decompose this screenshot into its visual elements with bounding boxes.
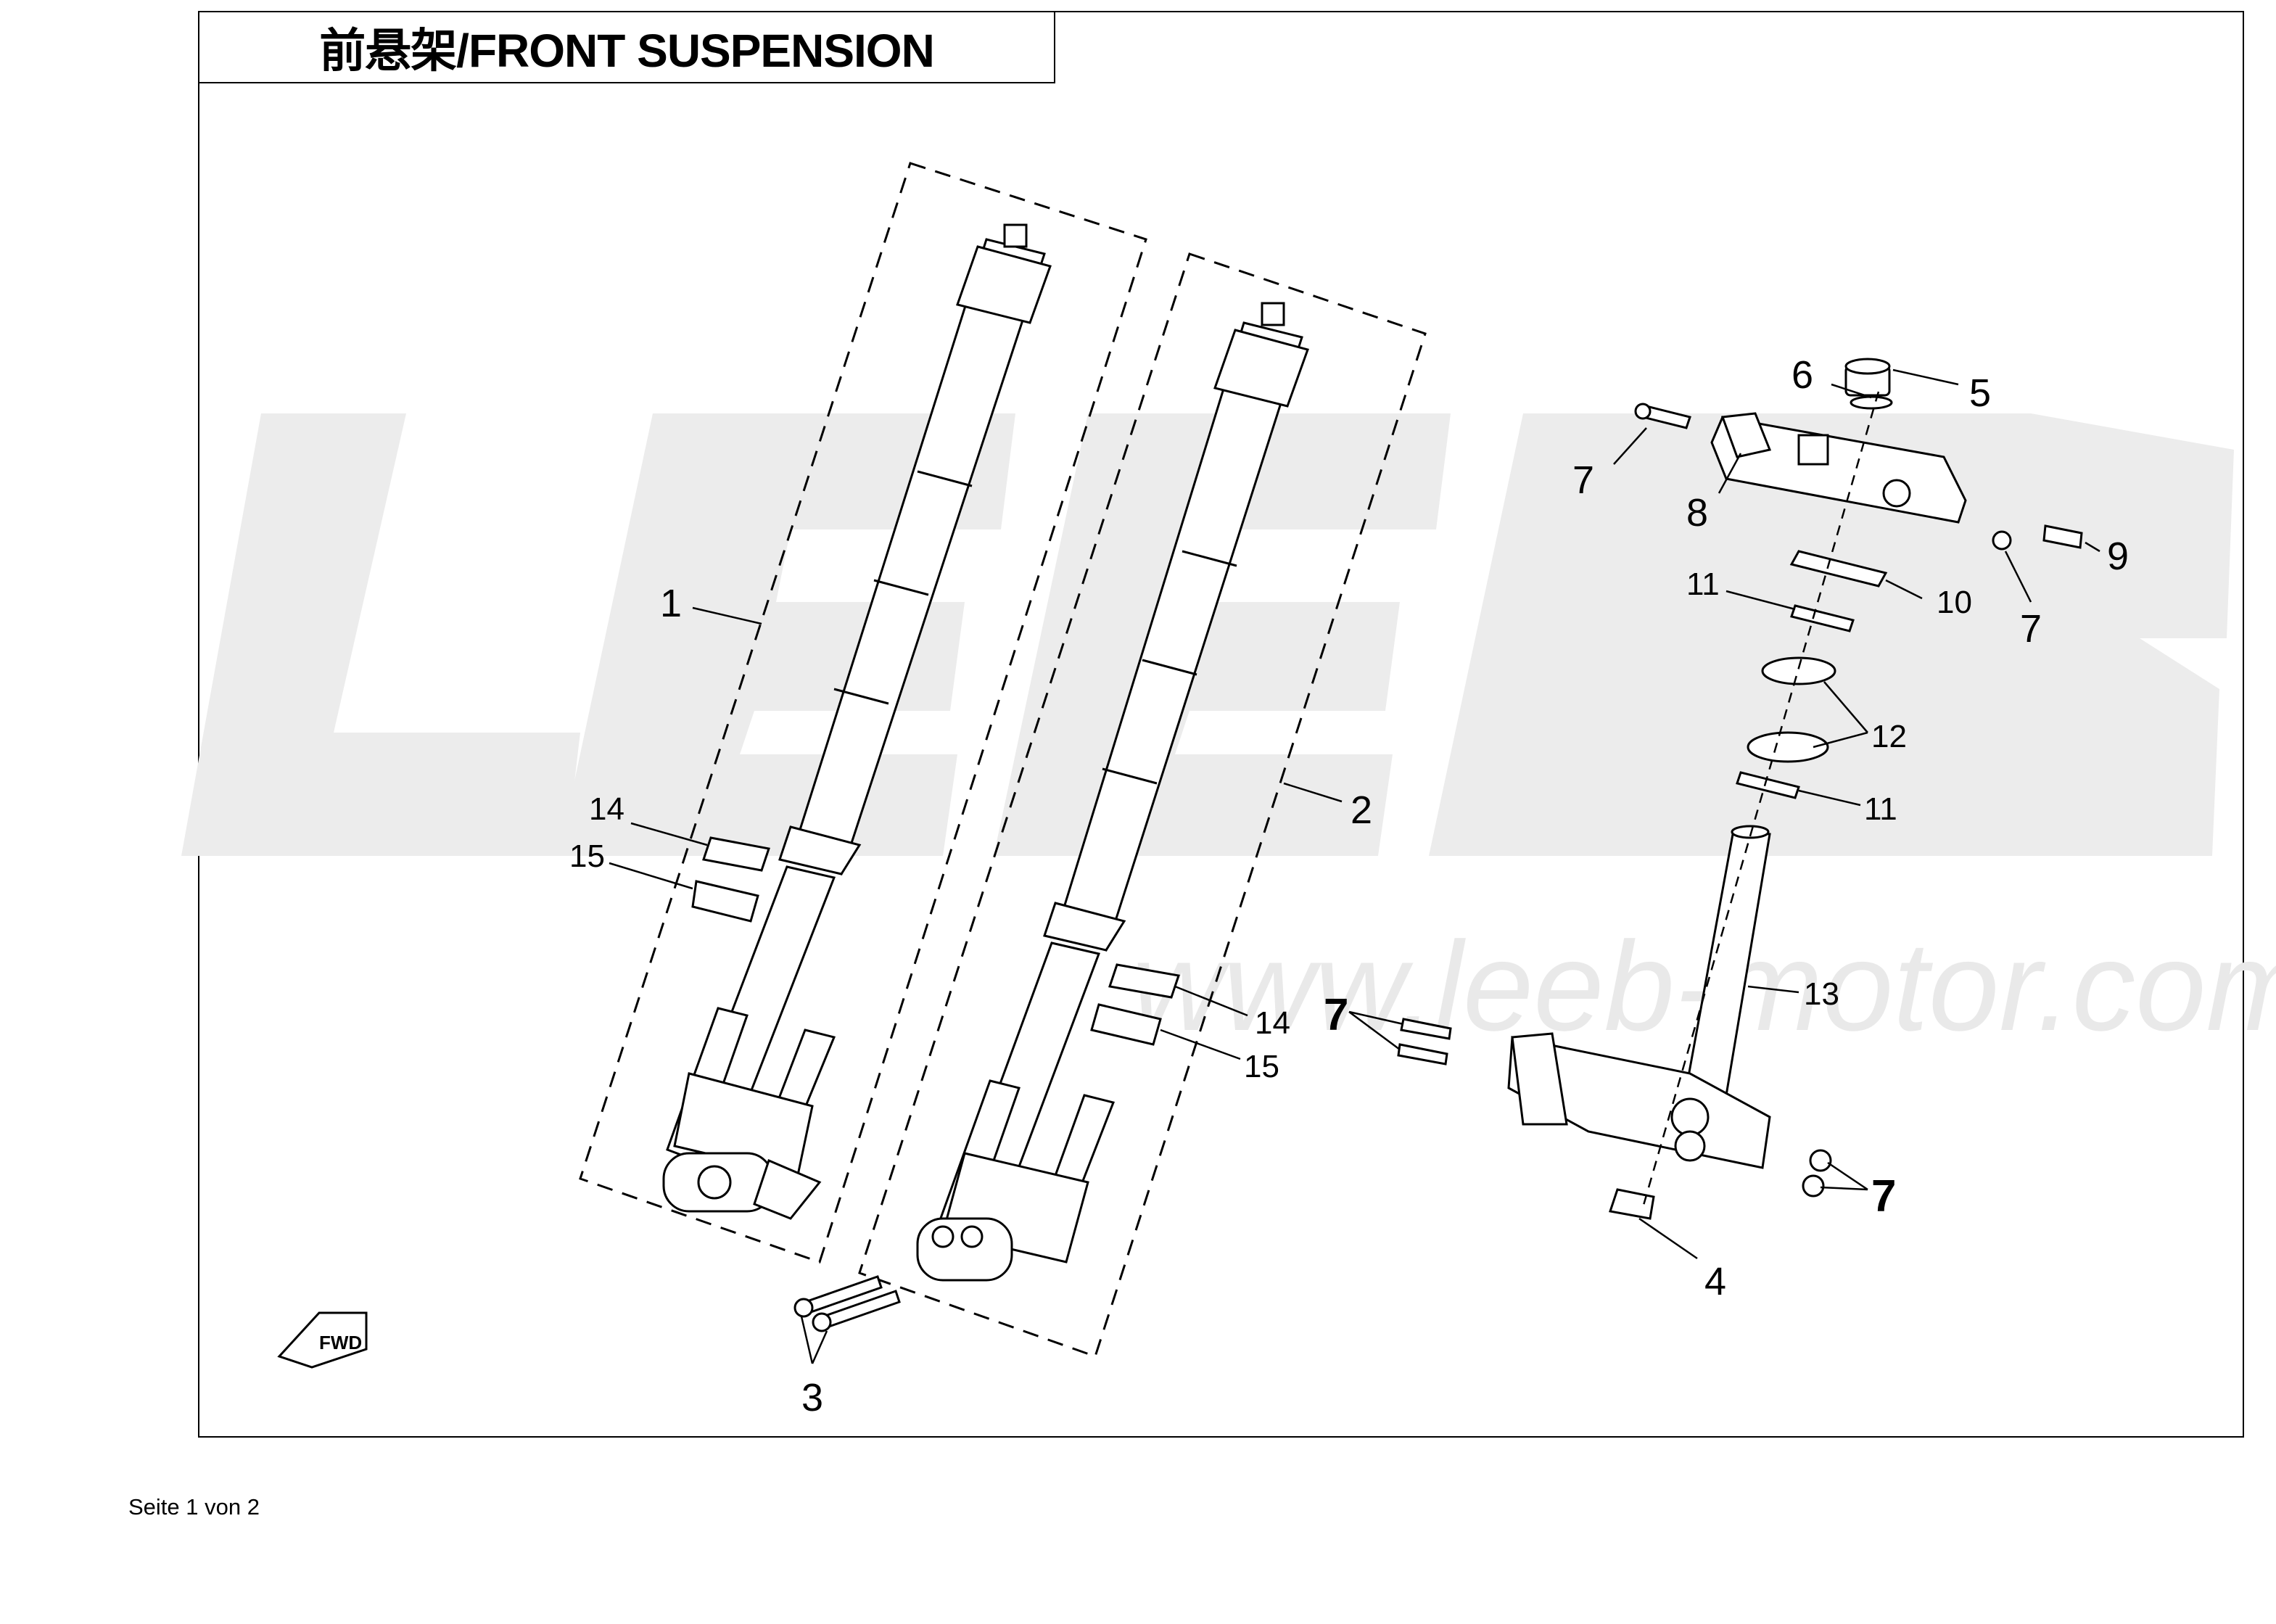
callout-3: 3 — [801, 1376, 823, 1419]
callout-1: 1 — [660, 582, 682, 625]
fork-left-illustration — [662, 223, 1052, 1220]
callout-4: 4 — [1704, 1260, 1726, 1303]
page-footer: Seite 1 von 2 — [128, 1494, 260, 1520]
callout-10: 10 — [1937, 585, 1972, 620]
axle-bolts — [793, 1275, 901, 1332]
callout-14-right: 14 — [1255, 1005, 1290, 1041]
fork-assembly-boxes — [579, 162, 1427, 1358]
bush-seal-left — [691, 836, 770, 923]
callout-12: 12 — [1871, 719, 1907, 754]
callout-15-left: 15 — [569, 838, 605, 874]
page-title: 前悬架/FRONT SUSPENSION — [319, 25, 935, 77]
leader-lines — [609, 368, 2100, 1364]
callout-labels: 1 2 3 4 5 6 7 8 9 7 10 11 12 11 13 14 15… — [569, 353, 2129, 1419]
bush-seal-right — [1090, 963, 1180, 1046]
callout-7-upper-right: 7 — [2020, 607, 2042, 651]
fork-left-dashed-box — [579, 162, 1147, 1264]
callout-5: 5 — [1969, 371, 1991, 415]
callout-14-left: 14 — [589, 791, 624, 827]
steering-stem-illustration — [1397, 358, 2083, 1220]
callout-8: 8 — [1686, 491, 1708, 535]
callout-13: 13 — [1804, 976, 1839, 1012]
callout-2: 2 — [1351, 788, 1372, 832]
fwd-arrow-icon: FWD — [277, 1311, 368, 1369]
callout-7-lower-left: 7 — [1324, 990, 1348, 1040]
fork-right-dashed-box — [858, 252, 1427, 1358]
fork-right-illustration — [916, 302, 1309, 1282]
callout-7-upper-left: 7 — [1572, 458, 1594, 502]
callout-11-top: 11 — [1686, 566, 1720, 602]
title-box: 前悬架/FRONT SUSPENSION — [198, 11, 1055, 83]
callout-7-lower-right: 7 — [1871, 1171, 1896, 1221]
callout-11-bottom: 11 — [1864, 791, 1897, 827]
callout-6: 6 — [1791, 353, 1813, 397]
diagram-frame — [198, 11, 2244, 1438]
fwd-label: FWD — [319, 1332, 362, 1353]
callout-15-right: 15 — [1244, 1049, 1279, 1084]
callout-9: 9 — [2107, 535, 2129, 578]
